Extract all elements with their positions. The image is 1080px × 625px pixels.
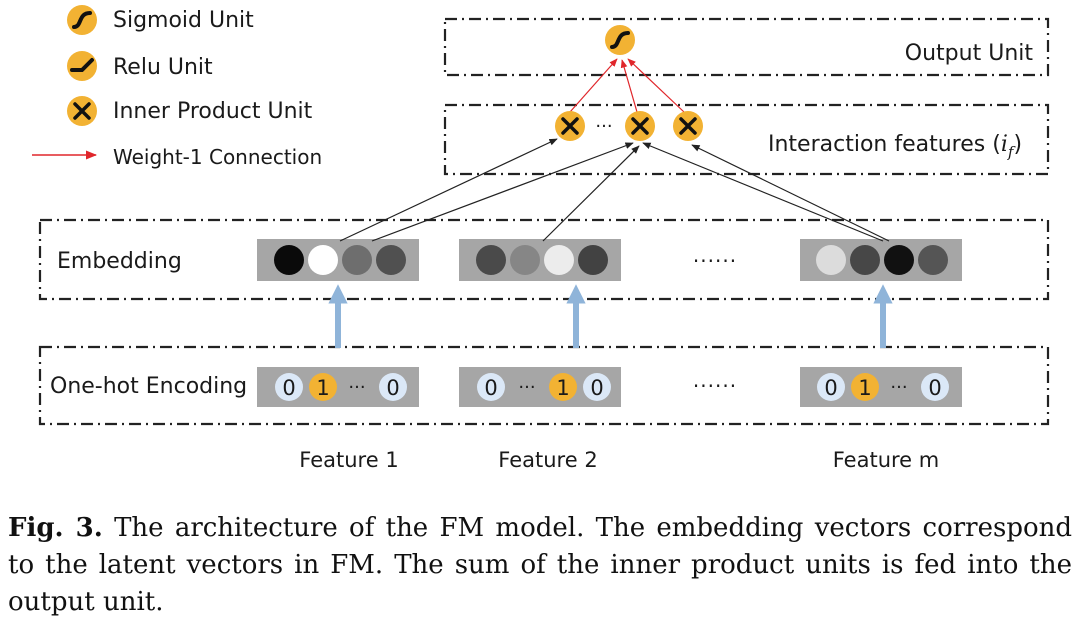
sigmoid-unit-legend-icon [67, 5, 97, 35]
legend-weight-connection-label: Weight-1 Connection [113, 145, 322, 169]
onehot-ellipsis: ······ [693, 374, 737, 398]
embedding-vector-feature-1 [257, 239, 419, 281]
inner-product-unit-1 [555, 111, 585, 141]
onehot-bit: 1 [556, 376, 569, 400]
onehot-bit: 0 [484, 376, 497, 400]
weight-1-connections [569, 58, 685, 113]
legend-relu-label: Relu Unit [113, 55, 213, 80]
embedding-label: Embedding [57, 249, 182, 274]
onehot-dots: ··· [348, 377, 365, 398]
onehot-vector-feature-1: 0 1 ··· 0 [257, 367, 419, 407]
interaction-dots: ··· [595, 116, 612, 137]
inner-product-unit-3 [673, 111, 703, 141]
onehot-bit: 1 [316, 376, 329, 400]
relu-unit-legend-icon [67, 51, 97, 81]
embedding-lookup-arrows [328, 284, 893, 348]
onehot-layer-box [38, 345, 1050, 426]
embedding-vector-feature-2 [459, 239, 621, 281]
embedding-to-interaction-connections [339, 138, 890, 242]
embedding-ellipsis: ······ [693, 249, 737, 273]
fm-architecture-diagram: Sigmoid Unit Relu Unit Inner Product Uni… [32, 5, 1050, 472]
onehot-bit: 1 [858, 376, 871, 400]
legend-sigmoid-label: Sigmoid Unit [113, 8, 254, 33]
output-layer-box [443, 17, 1050, 77]
legend-inner-product-label: Inner Product Unit [113, 99, 313, 124]
onehot-bit: 0 [282, 376, 295, 400]
output-unit-label: Output Unit [905, 41, 1034, 66]
feature-1-label: Feature 1 [299, 448, 398, 472]
onehot-dots: ··· [518, 377, 535, 398]
inner-product-unit-legend-icon [67, 96, 97, 126]
output-sigmoid-unit [605, 25, 635, 55]
onehot-vector-feature-m: 0 1 ··· 0 [800, 367, 962, 407]
caption-label: Fig. 3. [8, 513, 103, 543]
onehot-bit: 0 [824, 376, 837, 400]
onehot-dots: ··· [890, 377, 907, 398]
onehot-bit: 0 [386, 376, 399, 400]
embedding-layer-box [38, 218, 1050, 301]
inner-product-unit-2 [625, 111, 655, 141]
onehot-vector-feature-2: 0 ··· 1 0 [459, 367, 621, 407]
onehot-bit: 0 [590, 376, 603, 400]
feature-m-label: Feature m [833, 448, 940, 472]
interaction-features-label: Interaction features (if) [768, 132, 1022, 161]
onehot-bit: 0 [928, 376, 941, 400]
figure-caption: Fig. 3. The architecture of the FM model… [8, 510, 1072, 621]
feature-2-label: Feature 2 [498, 448, 597, 472]
caption-text: The architecture of the FM model. The em… [8, 513, 1072, 617]
legend: Sigmoid Unit Relu Unit Inner Product Uni… [32, 5, 322, 169]
onehot-encoding-label: One-hot Encoding [50, 374, 247, 399]
embedding-vector-feature-m [800, 239, 962, 281]
